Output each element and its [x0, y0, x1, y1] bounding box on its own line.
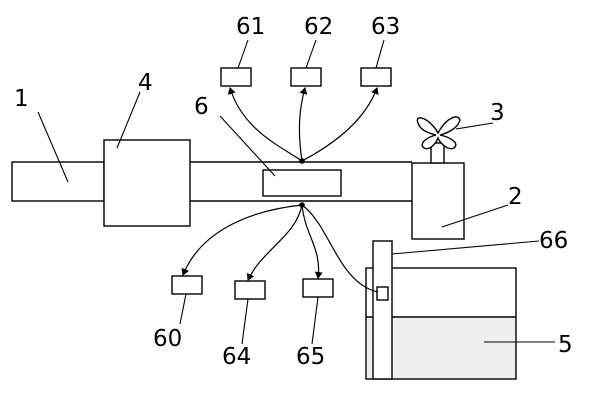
sensor-63 [360, 67, 392, 87]
sensor-65 [302, 278, 334, 298]
leader-lines [37, 39, 555, 345]
wire-to-65 [301, 204, 323, 279]
component-4 [103, 139, 191, 227]
sensor-64 [234, 280, 266, 300]
wire-to-64 [246, 204, 303, 281]
label-2: 2 [508, 184, 523, 210]
component-2 [411, 162, 465, 240]
wire-to-66 [301, 204, 379, 293]
label-6: 6 [194, 94, 209, 120]
valve-handle-icon [416, 116, 461, 164]
wire-to-63 [301, 87, 379, 162]
label-4: 4 [138, 70, 153, 96]
label-65: 65 [296, 344, 325, 370]
label-63: 63 [371, 14, 400, 40]
sensor-61 [220, 67, 252, 87]
label-64: 64 [222, 344, 251, 370]
wire-to-61 [227, 87, 303, 162]
label-60: 60 [153, 326, 182, 352]
sensor-62 [290, 67, 322, 87]
wire-to-62 [298, 87, 308, 162]
label-62: 62 [304, 14, 333, 40]
wire-to-60 [181, 204, 303, 276]
label-3: 3 [490, 100, 505, 126]
sensor-60 [171, 275, 203, 295]
label-5: 5 [558, 332, 573, 358]
label-61: 61 [236, 14, 265, 40]
component-1 [11, 161, 105, 202]
label-1: 1 [14, 86, 29, 112]
label-66: 66 [539, 228, 568, 254]
component-6 [262, 169, 342, 197]
component-66 [372, 240, 393, 380]
